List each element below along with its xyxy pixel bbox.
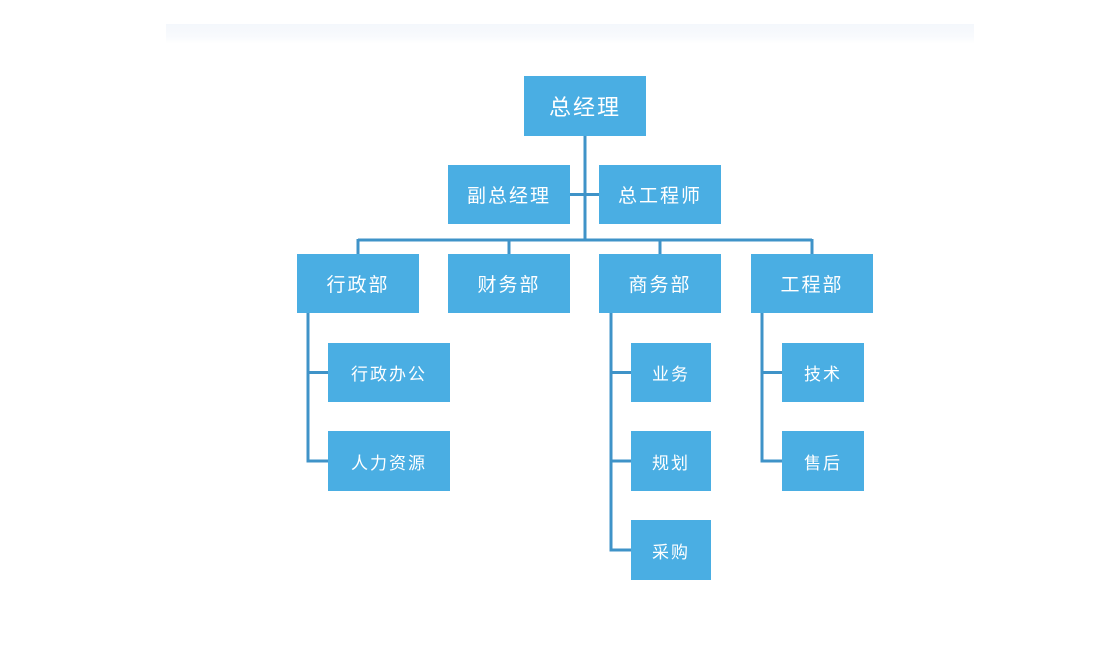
node-procurement: 采购 (631, 520, 711, 580)
node-admin-dept: 行政部 (297, 254, 419, 313)
node-procurement-label: 采购 (652, 542, 690, 563)
node-after-sales: 售后 (782, 431, 864, 491)
header-band (166, 24, 974, 44)
node-planning: 规划 (631, 431, 711, 491)
node-admin-office-label: 行政办公 (351, 365, 427, 385)
node-chief-engineer-label: 总工程师 (617, 185, 702, 207)
node-general-manager-label: 总经理 (548, 96, 621, 121)
node-technology-label: 技术 (804, 365, 842, 385)
node-finance-dept: 财务部 (448, 254, 570, 313)
node-general-manager: 总经理 (524, 76, 646, 136)
node-business-dept: 商务部 (599, 254, 721, 313)
node-vice-general-manager: 副总经理 (448, 165, 570, 224)
node-finance-dept-label: 财务部 (477, 274, 541, 296)
node-engineering-dept: 工程部 (751, 254, 873, 313)
node-admin-office: 行政办公 (328, 343, 450, 402)
node-admin-dept-label: 行政部 (326, 274, 390, 296)
node-after-sales-label: 售后 (804, 453, 842, 474)
node-chief-engineer: 总工程师 (599, 165, 721, 224)
node-technology: 技术 (782, 343, 864, 402)
node-human-resources-label: 人力资源 (351, 453, 427, 474)
node-planning-label: 规划 (652, 453, 690, 474)
node-human-resources: 人力资源 (328, 431, 450, 491)
node-sales-label: 业务 (652, 365, 690, 385)
node-engineering-dept-label: 工程部 (780, 274, 844, 296)
node-sales: 业务 (631, 343, 711, 402)
node-business-dept-label: 商务部 (628, 274, 692, 296)
node-vice-general-manager-label: 副总经理 (466, 185, 551, 207)
